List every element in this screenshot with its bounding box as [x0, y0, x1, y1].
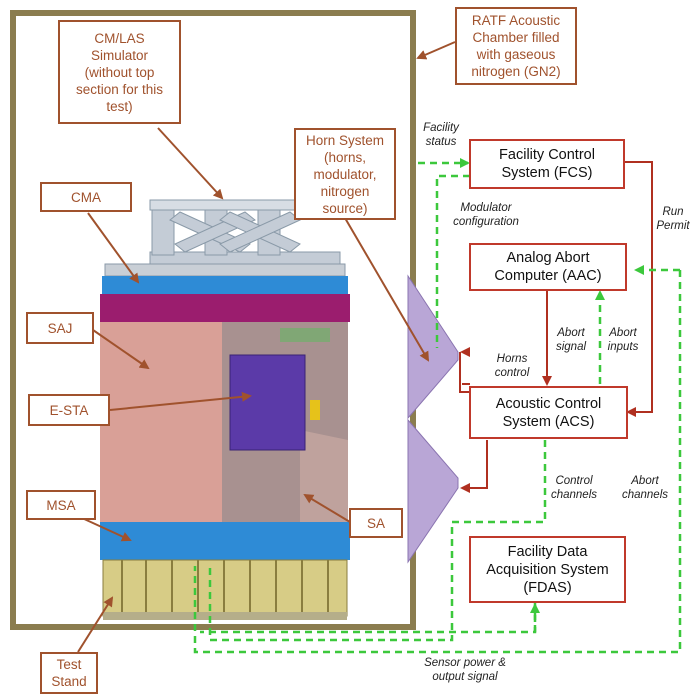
callout-cm-las-simulator: CM/LAS Simulator (without top section fo… — [58, 20, 181, 124]
leader-msa — [81, 517, 132, 542]
callout-e-sta: E-STA — [28, 394, 110, 426]
label-abort-signal: Abort signal — [555, 327, 587, 353]
e-sta-module — [229, 354, 306, 451]
label-facility-status: Facility status — [423, 122, 459, 148]
top-ring — [104, 263, 346, 277]
label-abort-channels: Abort channels — [621, 475, 669, 501]
cma-magenta-band — [100, 294, 350, 322]
horn-upper — [407, 274, 459, 420]
leader-sa — [303, 493, 351, 523]
facility-control-system-box: Facility Control System (FCS) — [469, 139, 625, 189]
saj-panel — [100, 322, 222, 522]
leader-test-stand — [77, 596, 114, 653]
leader-cm-las — [157, 127, 224, 200]
cm-las-simulator-truss — [149, 199, 341, 267]
callout-sa: SA — [349, 508, 403, 538]
leader-horn — [344, 217, 430, 362]
callout-test-stand: Test Stand — [40, 652, 98, 694]
spacecraft-stack — [100, 199, 350, 620]
abort-channels-line — [193, 270, 682, 654]
leader-esta — [109, 391, 252, 411]
modulator-config-line — [435, 174, 470, 348]
control-channels-line — [208, 440, 547, 642]
callout-cma: CMA — [40, 182, 132, 212]
label-modulator-configuration: Modulator configuration — [453, 202, 519, 228]
label-control-channels: Control channels — [550, 475, 598, 501]
leader-cma — [87, 212, 140, 284]
test-stand — [102, 559, 348, 620]
horn-lower — [407, 418, 459, 564]
facility-data-acquisition-system-box: Facility Data Acquisition System (FDAS) — [469, 536, 626, 603]
callout-saj: SAJ — [26, 312, 94, 344]
callout-msa: MSA — [26, 490, 96, 520]
label-sensor-power-output: Sensor power & output signal — [424, 657, 506, 683]
acs-to-lower-horn-line — [460, 440, 488, 493]
leader-saj — [92, 329, 150, 370]
acoustic-control-system-box: Acoustic Control System (ACS) — [469, 386, 628, 439]
run-permit-line — [625, 161, 653, 417]
cma-blue-band — [102, 276, 348, 294]
msa-band — [100, 522, 350, 560]
horns-control-line — [459, 352, 470, 393]
leader-ratf — [416, 41, 456, 60]
callout-horn-system: Horn System (horns, modulator, nitrogen … — [294, 128, 396, 220]
label-horns-control: Horns control — [494, 353, 530, 379]
label-abort-inputs: Abort inputs — [607, 327, 639, 353]
label-run-permit: Run Permit — [656, 206, 690, 232]
callout-ratf-chamber: RATF Acoustic Chamber filled with gaseou… — [455, 7, 577, 85]
analog-abort-computer-box: Analog Abort Computer (AAC) — [469, 243, 627, 291]
